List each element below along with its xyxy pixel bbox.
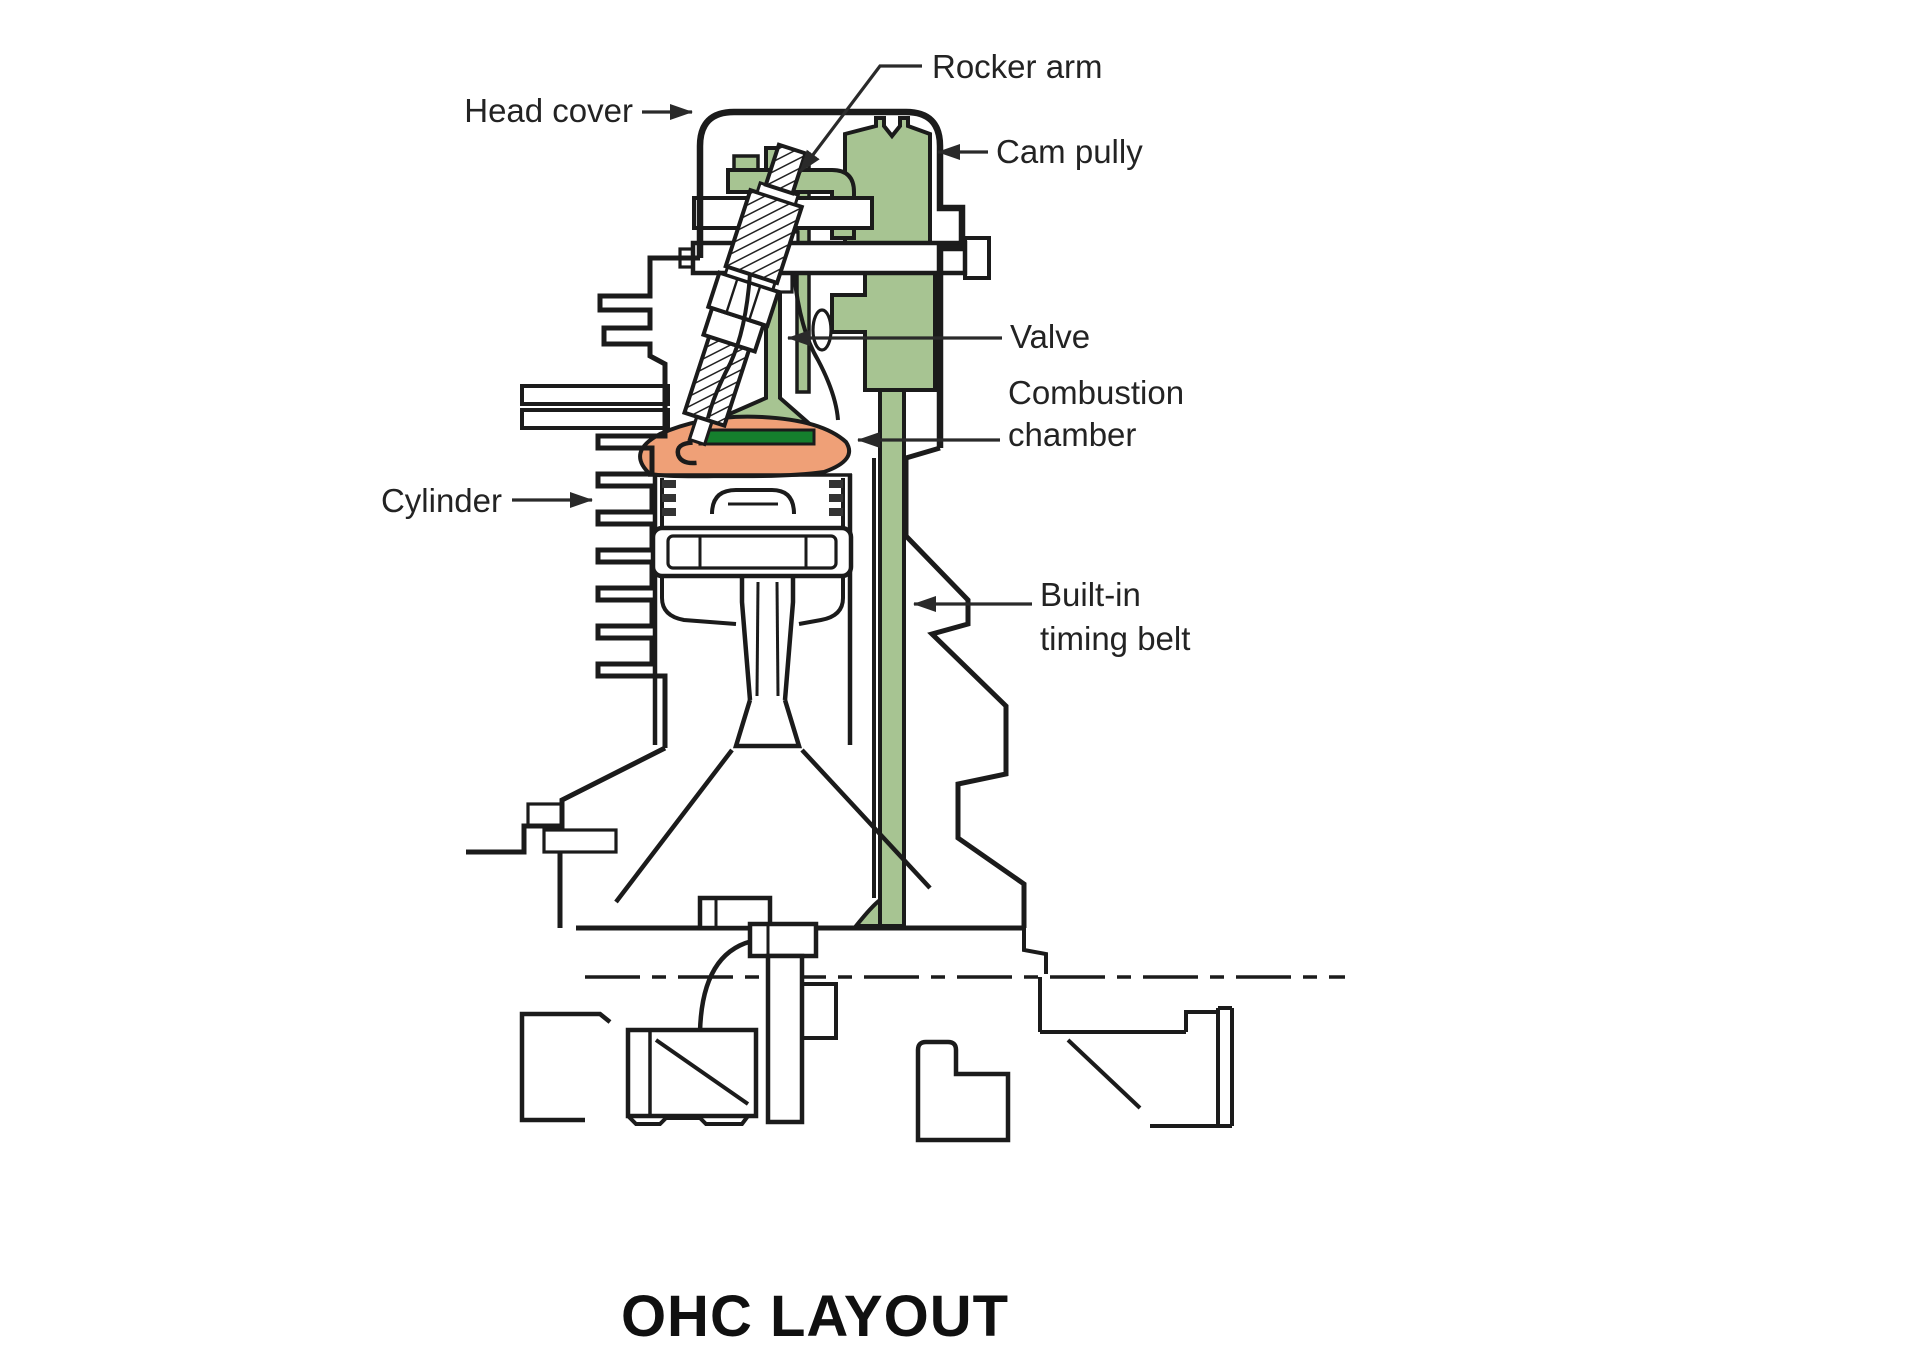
seal-diagonal	[654, 1038, 750, 1106]
piston-ring	[829, 480, 843, 488]
crankcase-bottom	[519, 921, 1234, 1143]
head-cover-outline	[696, 108, 966, 448]
piston-ring	[829, 508, 843, 516]
engine-right-profile	[903, 445, 1027, 928]
bearing-block-left	[625, 1027, 759, 1126]
label-valve: Valve	[1010, 318, 1090, 355]
label-cam-pully: Cam pully	[996, 133, 1143, 170]
crankcase-left	[466, 745, 667, 928]
piston-ring	[662, 494, 676, 502]
head-left-profile	[597, 255, 700, 420]
piston-crown-dome	[710, 488, 796, 515]
valve-seat	[698, 428, 816, 446]
bearing-block-center	[915, 1039, 1011, 1143]
label-cylinder: Cylinder	[381, 482, 502, 519]
crank-hump	[697, 937, 758, 1033]
label-rocker-arm: Rocker arm	[932, 48, 1103, 85]
label-combustion-line2: chamber	[1008, 416, 1136, 453]
cylinder-bore	[648, 473, 853, 745]
piston-ring	[662, 508, 676, 516]
spark-plug-terminal	[763, 142, 809, 196]
connecting-rod	[614, 576, 932, 904]
piston-ring	[662, 480, 676, 488]
rocker-arm-leader	[798, 64, 922, 173]
crankcase-web	[614, 748, 734, 904]
head-port-contours	[706, 273, 840, 421]
diagram-title: OHC LAYOUT	[621, 1284, 1009, 1349]
cylinder-fins	[595, 420, 668, 748]
label-timing-belt-line1: Built-in	[1040, 576, 1141, 613]
label-combustion-line1: Combustion	[1008, 374, 1184, 411]
crank-journal	[765, 953, 805, 1125]
piston-ring	[829, 494, 843, 502]
piston-skirt	[798, 576, 845, 626]
spark-plug-electrode	[675, 440, 697, 466]
callouts: Rocker arm Head cover Cam pully Valve Co…	[381, 48, 1190, 657]
seal-diagonal	[1066, 1038, 1142, 1110]
head-fins	[520, 384, 670, 430]
label-head-cover: Head cover	[464, 92, 633, 129]
piston	[650, 478, 854, 626]
crankcase-web	[800, 748, 932, 890]
bearing-block-right	[1038, 977, 1234, 1128]
piston-skirt	[660, 576, 737, 626]
label-timing-belt-line2: timing belt	[1040, 620, 1190, 657]
